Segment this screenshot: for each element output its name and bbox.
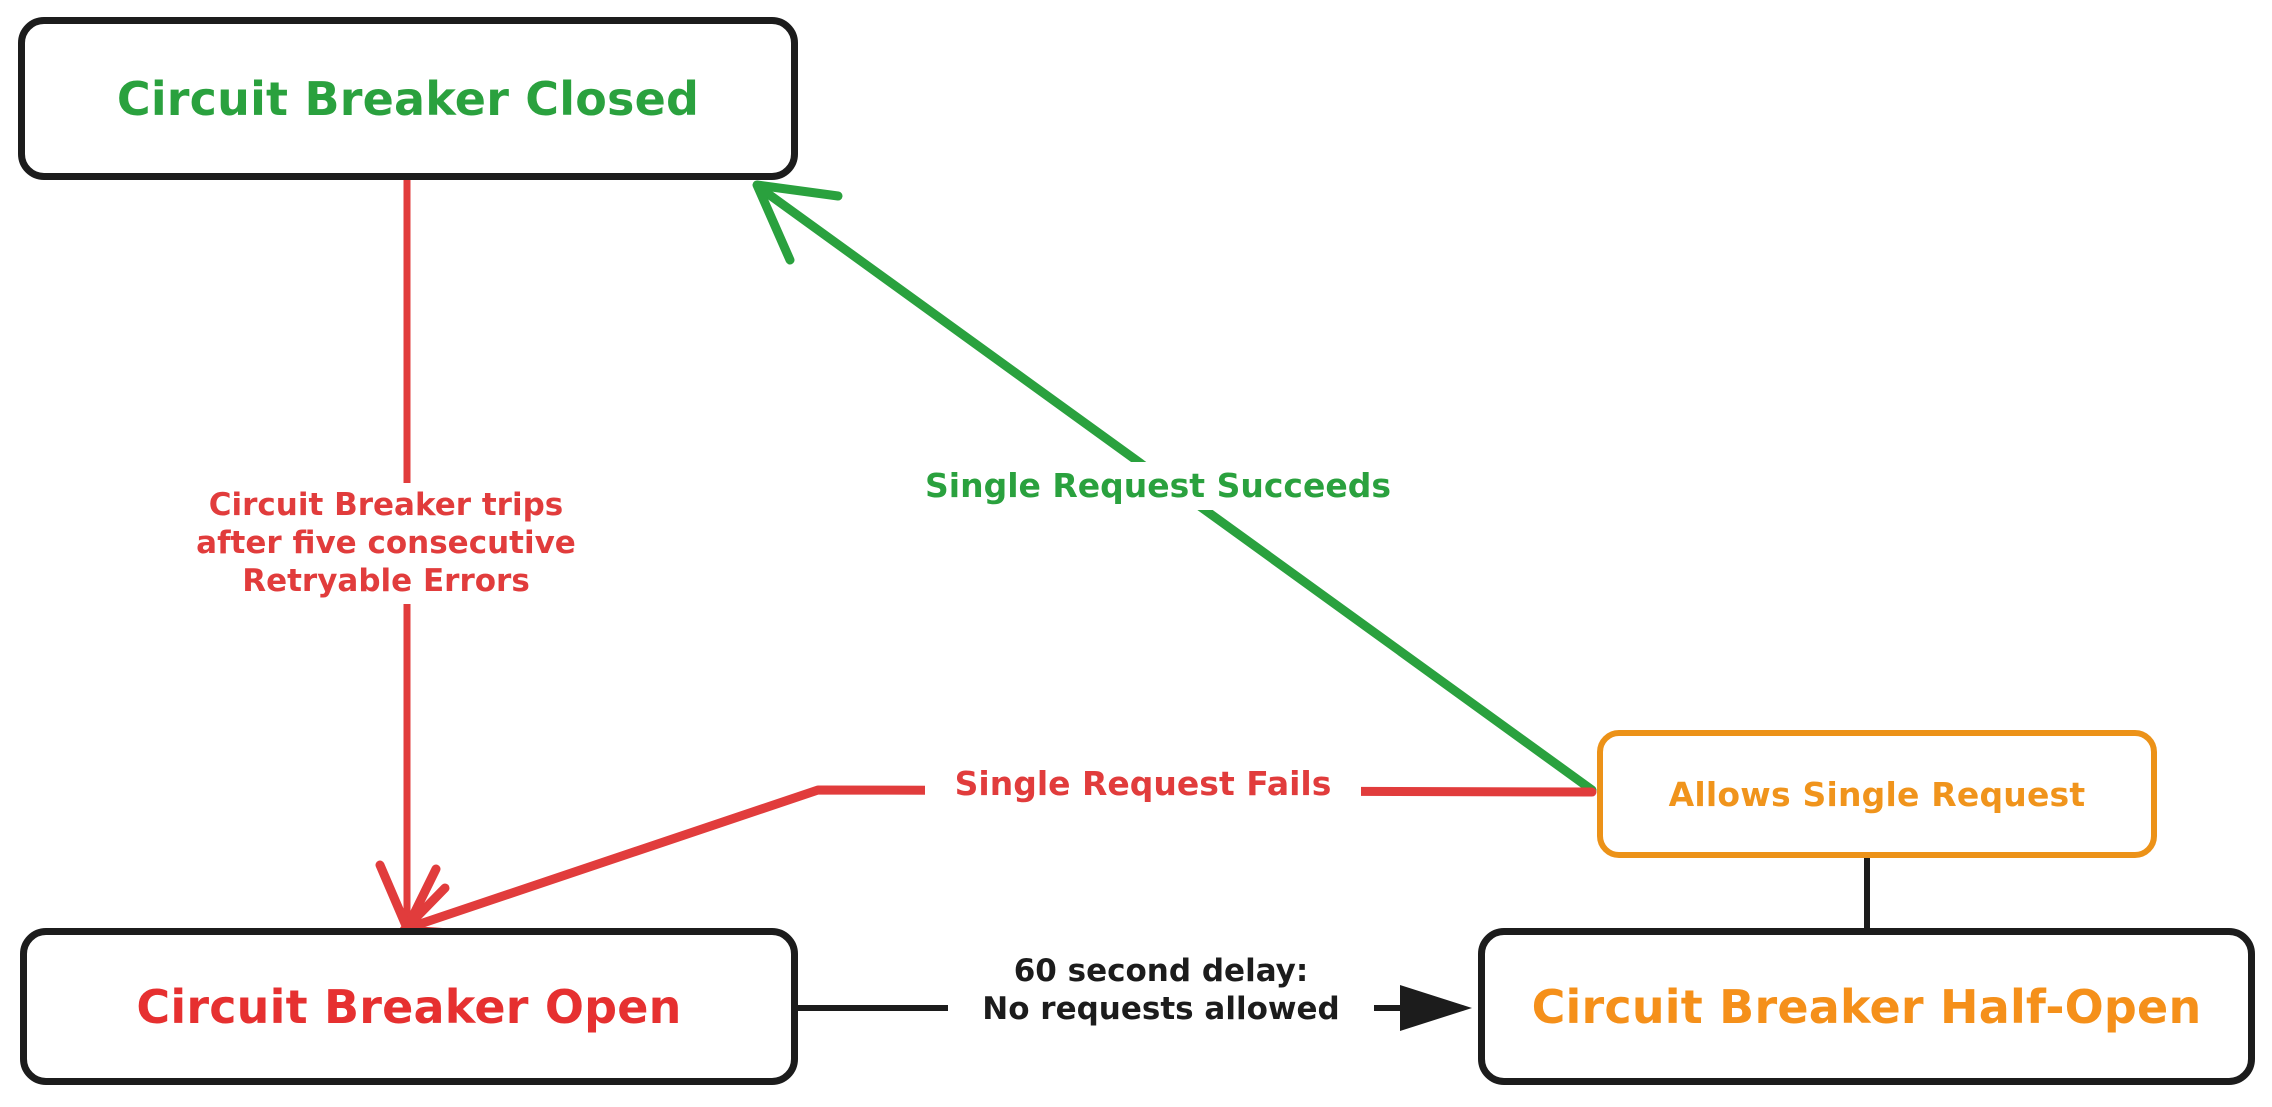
edge-label-allows-to-closed: Single Request Succeeds (900, 462, 1416, 511)
edge-label-line: after five consecutive (196, 524, 576, 561)
edge-label-line: No requests allowed (982, 990, 1340, 1027)
edge-label-line: Retryable Errors (242, 562, 530, 599)
edge-label-line: Single Request Fails (954, 764, 1332, 803)
edge-label-closed-to-open: Circuit Breaker trips after five consecu… (175, 483, 597, 605)
edge-allows-to-open (399, 785, 1597, 940)
edge-label-line: Circuit Breaker trips (208, 487, 564, 523)
node-circuit-breaker-half-open[interactable]: Circuit Breaker Half-Open (1478, 928, 2255, 1085)
node-label-half-open: Circuit Breaker Half-Open (1531, 979, 2202, 1034)
node-allows-single-request[interactable]: Allows Single Request (1597, 730, 2157, 858)
edge-label-allows-to-open: Single Request Fails (925, 760, 1361, 809)
node-circuit-breaker-open[interactable]: Circuit Breaker Open (20, 928, 798, 1085)
edge-label-line: 60 second delay: (1013, 953, 1309, 989)
node-label-closed: Circuit Breaker Closed (116, 71, 700, 126)
node-label-allows-single-request: Allows Single Request (1668, 774, 2086, 814)
edge-label-line: Single Request Succeeds (925, 466, 1391, 505)
node-circuit-breaker-closed[interactable]: Circuit Breaker Closed (18, 17, 798, 180)
node-label-open: Circuit Breaker Open (136, 979, 682, 1034)
edge-label-open-to-half-open: 60 second delay: No requests allowed (948, 950, 1374, 1032)
